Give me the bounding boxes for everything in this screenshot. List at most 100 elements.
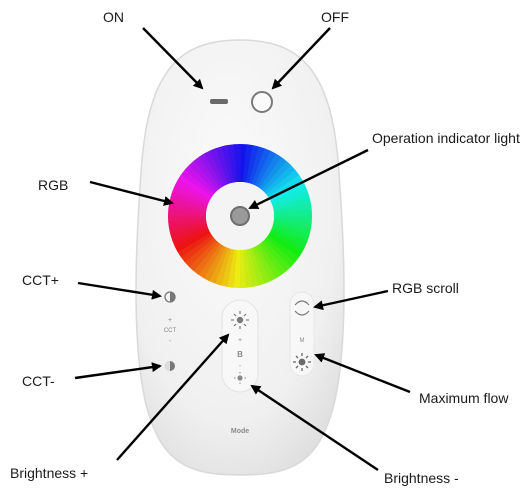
color-wheel-segment	[259, 157, 287, 191]
color-wheel-segment	[248, 247, 265, 286]
label-indicator: Operation indicator light	[372, 130, 520, 146]
label-brightness-minus: Brightness -	[384, 470, 459, 486]
color-wheel-segment	[239, 249, 247, 288]
label-rgb-scroll: RGB scroll	[392, 280, 459, 296]
arrow-brightness-plus	[116, 333, 230, 461]
brightness-slider[interactable]	[221, 299, 259, 393]
cct-plus-sign: +	[168, 317, 172, 324]
color-wheel-segment	[203, 245, 226, 282]
color-wheel-segment	[168, 202, 207, 214]
arrow-cct-minus	[74, 362, 162, 380]
color-wheel-segment	[261, 160, 292, 193]
color-wheel-segment	[168, 208, 207, 216]
color-wheel-segment	[271, 224, 310, 242]
color-wheel-segment	[264, 165, 296, 195]
color-wheel-segment	[170, 190, 209, 208]
color-wheel-segment	[181, 169, 215, 197]
b-text: B	[237, 350, 243, 359]
rgb-scroll-icon[interactable]	[294, 300, 310, 316]
color-wheel-segment	[232, 249, 240, 288]
mode-text: Mode	[231, 428, 249, 435]
arrow-off	[271, 27, 331, 90]
color-wheel-segment	[233, 143, 241, 183]
arrow-indicator	[248, 148, 369, 210]
color-wheel-segment	[265, 235, 299, 263]
color-wheel-segment	[169, 196, 208, 211]
color-wheel-segment	[272, 221, 311, 236]
cct-plus-icon[interactable]	[164, 291, 176, 303]
color-wheel-segment	[197, 243, 223, 279]
color-wheel-segment	[174, 179, 211, 202]
b-minus-sign: -	[239, 363, 242, 370]
arrow-rgb	[89, 180, 174, 206]
sun-dim-icon[interactable]	[234, 372, 246, 384]
color-wheel-segment	[272, 197, 312, 211]
label-brightness-plus: Brightness +	[10, 465, 89, 481]
color-wheel-segment	[209, 148, 229, 186]
color-wheel-segment	[257, 153, 283, 189]
color-wheel-segment	[266, 169, 300, 197]
cct-minus-icon[interactable]	[165, 361, 175, 371]
color-wheel-segment	[226, 249, 238, 288]
color-wheel-segment	[193, 241, 221, 275]
color-wheel-segment	[188, 239, 219, 272]
color-wheel-segment	[248, 146, 266, 185]
color-wheel-segment	[256, 243, 282, 279]
color-wheel-segment	[221, 144, 235, 184]
color-wheel-segment	[273, 218, 312, 230]
color-wheel-segment	[269, 230, 306, 253]
color-wheel-segment	[215, 146, 232, 185]
arrow-max-flow	[314, 353, 411, 394]
label-rgb: RGB	[38, 177, 69, 193]
color-wheel-segment	[177, 173, 213, 199]
arrow-cct-plus	[77, 281, 162, 300]
color-wheel-segment	[170, 224, 209, 241]
color-wheel-segment	[204, 150, 227, 187]
m-text: M	[300, 338, 305, 344]
label-on: ON	[103, 9, 124, 25]
color-wheel-segment	[184, 164, 217, 195]
color-wheel-segment	[253, 245, 276, 282]
color-wheel-segment	[254, 150, 277, 187]
color-wheel-segment	[240, 144, 248, 183]
color-wheel-segment	[263, 237, 296, 268]
color-wheel-segment	[251, 148, 272, 186]
color-wheel-segment	[271, 191, 310, 208]
max-flow-icon[interactable]	[293, 353, 311, 371]
color-wheel-segment	[259, 242, 287, 276]
indicator-light-icon	[230, 206, 250, 226]
color-wheel-segment	[214, 247, 232, 286]
arrow-on	[142, 27, 204, 90]
color-wheel-segment	[198, 153, 224, 189]
color-wheel-segment	[189, 160, 219, 192]
color-wheel-segment	[242, 144, 254, 183]
color-wheel-segment	[168, 215, 207, 223]
color-wheel-segment	[270, 227, 308, 248]
color-wheel-segment	[172, 184, 210, 205]
label-max-flow: Maximum flow	[419, 390, 509, 406]
color-wheel-segment	[267, 233, 303, 259]
color-wheel-icon[interactable]	[168, 143, 312, 288]
color-wheel-segment	[220, 248, 235, 287]
power-off-icon[interactable]	[251, 91, 273, 113]
sun-bright-icon[interactable]	[231, 311, 249, 329]
color-wheel-segment	[193, 156, 221, 190]
color-wheel-segment	[180, 235, 214, 263]
color-wheel-segment	[168, 221, 208, 235]
color-wheel-segment	[208, 246, 229, 284]
color-wheel-segment	[267, 174, 303, 200]
b-plus-sign: +	[238, 337, 242, 344]
mode-pad	[289, 291, 315, 377]
color-wheel-segment	[261, 240, 291, 272]
cct-text: CCT	[164, 328, 177, 334]
label-off: OFF	[321, 9, 349, 25]
color-wheel-segment	[174, 229, 211, 252]
color-wheel-segment	[245, 145, 260, 184]
color-wheel-segment	[251, 246, 271, 284]
color-wheel-segment	[273, 209, 312, 217]
label-cct-minus: CCT-	[22, 373, 55, 389]
cct-minus-sign: -	[169, 338, 172, 345]
power-on-icon[interactable]	[210, 99, 228, 104]
